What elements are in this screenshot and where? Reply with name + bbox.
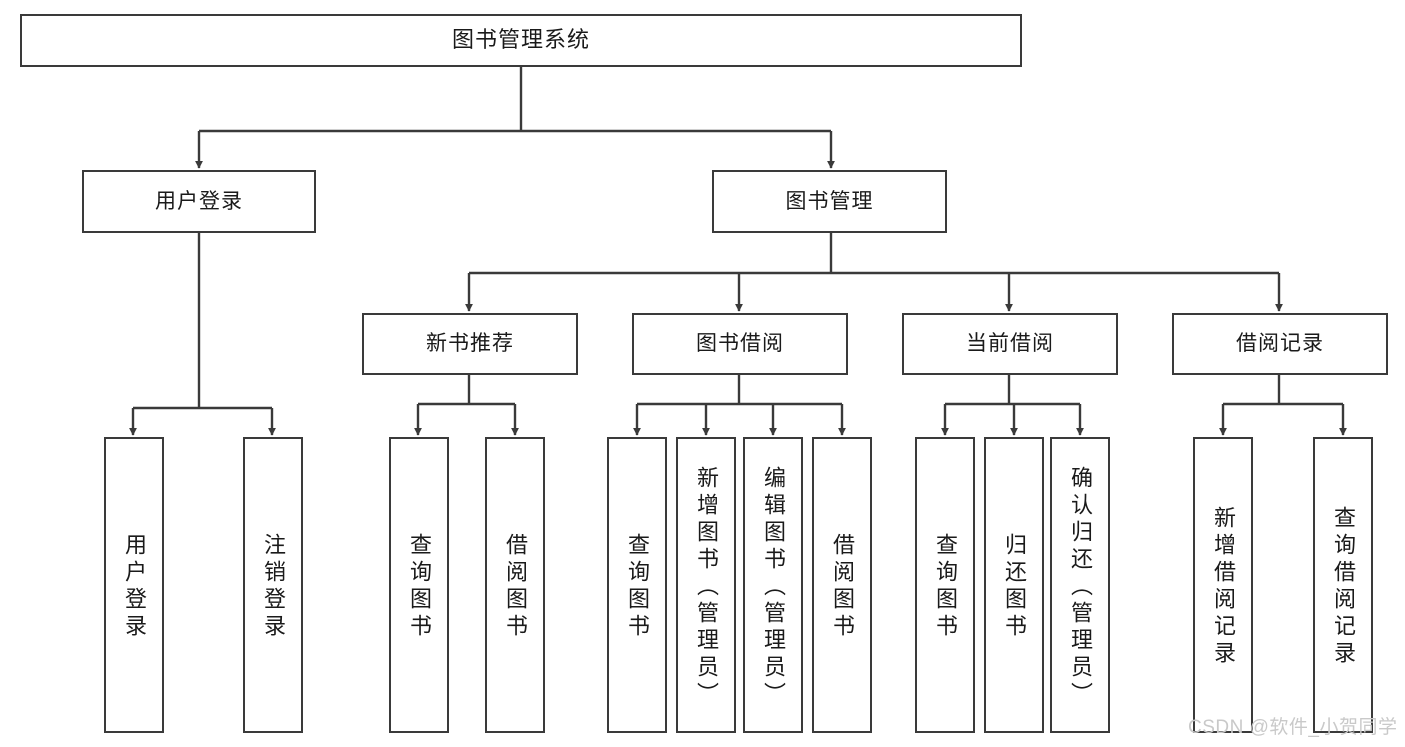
node-label: 图书借阅 [696, 332, 784, 356]
leaf-add-book-admin[interactable]: 新增图书（管理员） [676, 437, 736, 733]
leaf-return-book[interactable]: 归还图书 [984, 437, 1044, 733]
leaf-logout[interactable]: 注销登录 [243, 437, 303, 733]
leaf-query-book-recommend[interactable]: 查询图书 [389, 437, 449, 733]
node-label: 新书推荐 [426, 332, 514, 356]
node-label: 图书管理 [785, 189, 874, 213]
leaf-user-login[interactable]: 用户登录 [104, 437, 164, 733]
node-label: 确认归还（管理员） [1068, 465, 1093, 709]
node-book-borrow[interactable]: 图书借阅 [632, 313, 848, 375]
node-root-system[interactable]: 图书管理系统 [20, 14, 1022, 67]
leaf-query-borrow-record[interactable]: 查询借阅记录 [1313, 437, 1373, 733]
node-label: 注销登录 [261, 533, 286, 641]
node-label: 借阅记录 [1236, 332, 1324, 356]
node-book-management[interactable]: 图书管理 [712, 170, 947, 233]
node-label: 用户登录 [155, 189, 243, 213]
node-label: 图书管理系统 [451, 27, 590, 53]
node-label: 查询图书 [625, 533, 650, 641]
node-label: 查询图书 [407, 533, 432, 641]
node-borrow-record[interactable]: 借阅记录 [1172, 313, 1388, 375]
leaf-borrow-book[interactable]: 借阅图书 [812, 437, 872, 733]
leaf-query-book-borrow[interactable]: 查询图书 [607, 437, 667, 733]
node-label: 编辑图书（管理员） [761, 465, 786, 709]
leaf-edit-book-admin[interactable]: 编辑图书（管理员） [743, 437, 803, 733]
node-current-borrow[interactable]: 当前借阅 [902, 313, 1118, 375]
node-new-book-recommend[interactable]: 新书推荐 [362, 313, 578, 375]
node-label: 新增借阅记录 [1211, 506, 1236, 668]
node-label: 查询图书 [933, 533, 958, 641]
node-label: 查询借阅记录 [1331, 506, 1356, 668]
node-label: 借阅图书 [503, 533, 528, 641]
node-label: 借阅图书 [830, 533, 855, 641]
leaf-query-book-current[interactable]: 查询图书 [915, 437, 975, 733]
node-label: 新增图书（管理员） [694, 465, 719, 709]
node-label: 归还图书 [1002, 533, 1027, 641]
csdn-watermark: CSDN @软件_小贺同学 [1188, 717, 1398, 738]
node-label: 用户登录 [122, 533, 147, 641]
node-label: 当前借阅 [966, 332, 1054, 356]
node-user-login[interactable]: 用户登录 [82, 170, 316, 233]
leaf-borrow-book-recommend[interactable]: 借阅图书 [485, 437, 545, 733]
leaf-confirm-return-admin[interactable]: 确认归还（管理员） [1050, 437, 1110, 733]
leaf-add-borrow-record[interactable]: 新增借阅记录 [1193, 437, 1253, 733]
